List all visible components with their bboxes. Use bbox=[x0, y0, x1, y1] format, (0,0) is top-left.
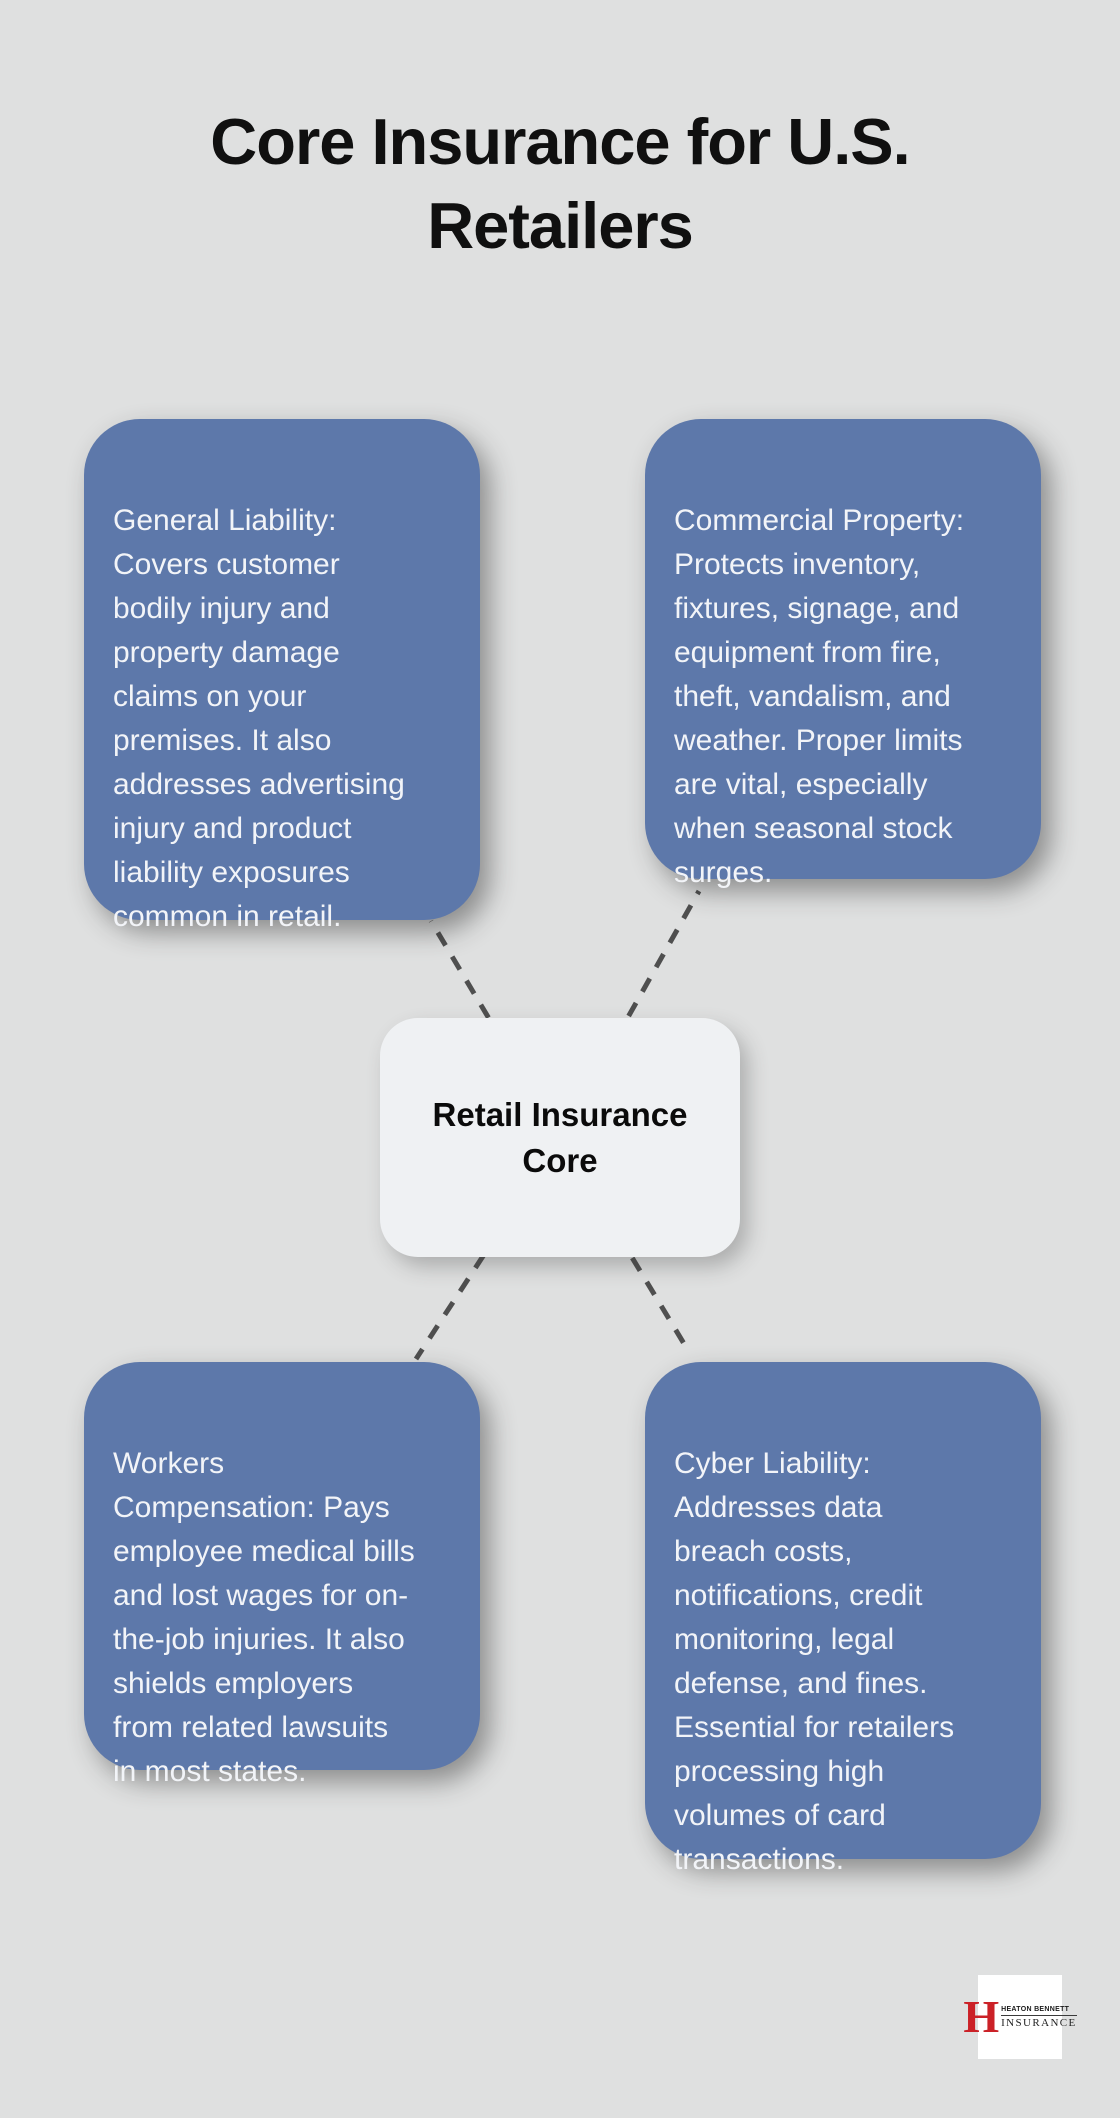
node-workers-compensation: Workers Compensation: Pays employee medi… bbox=[84, 1362, 480, 1788]
page-title-line2: Retailers bbox=[427, 189, 694, 262]
logo-text-block: HEATON BENNETT INSURANCE bbox=[1001, 2006, 1077, 2029]
node-workers-compensation-text: Workers Compensation: Pays employee medi… bbox=[113, 1447, 415, 1788]
heaton-bennett-logo: H HEATON BENNETT INSURANCE bbox=[963, 1975, 1077, 2059]
page-title: Core Insurance for U.S. Retailers bbox=[0, 100, 1120, 268]
node-general-liability-text: General Liability: Covers customer bodil… bbox=[113, 504, 405, 933]
logo-company-name: HEATON BENNETT bbox=[1001, 2006, 1077, 2016]
node-cyber-liability-text: Cyber Liability: Addresses data breach c… bbox=[674, 1447, 955, 1876]
node-general-liability: General Liability: Covers customer bodil… bbox=[84, 419, 480, 933]
page-title-line1: Core Insurance for U.S. bbox=[210, 105, 910, 178]
node-commercial-property: Commercial Property: Protects inventory,… bbox=[645, 419, 1041, 889]
logo-insurance-label: INSURANCE bbox=[1001, 2016, 1077, 2029]
node-cyber-liability: Cyber Liability: Addresses data breach c… bbox=[645, 1362, 1041, 1876]
center-node: Retail Insurance Core bbox=[380, 1018, 740, 1257]
logo-inner: H HEATON BENNETT INSURANCE bbox=[963, 1991, 1077, 2042]
logo-h-mark: H bbox=[963, 1991, 1000, 2042]
connector-line-top-right bbox=[557, 889, 702, 1140]
node-commercial-property-text: Commercial Property: Protects inventory,… bbox=[674, 504, 965, 889]
center-node-label: Retail Insurance Core bbox=[432, 1095, 688, 1179]
